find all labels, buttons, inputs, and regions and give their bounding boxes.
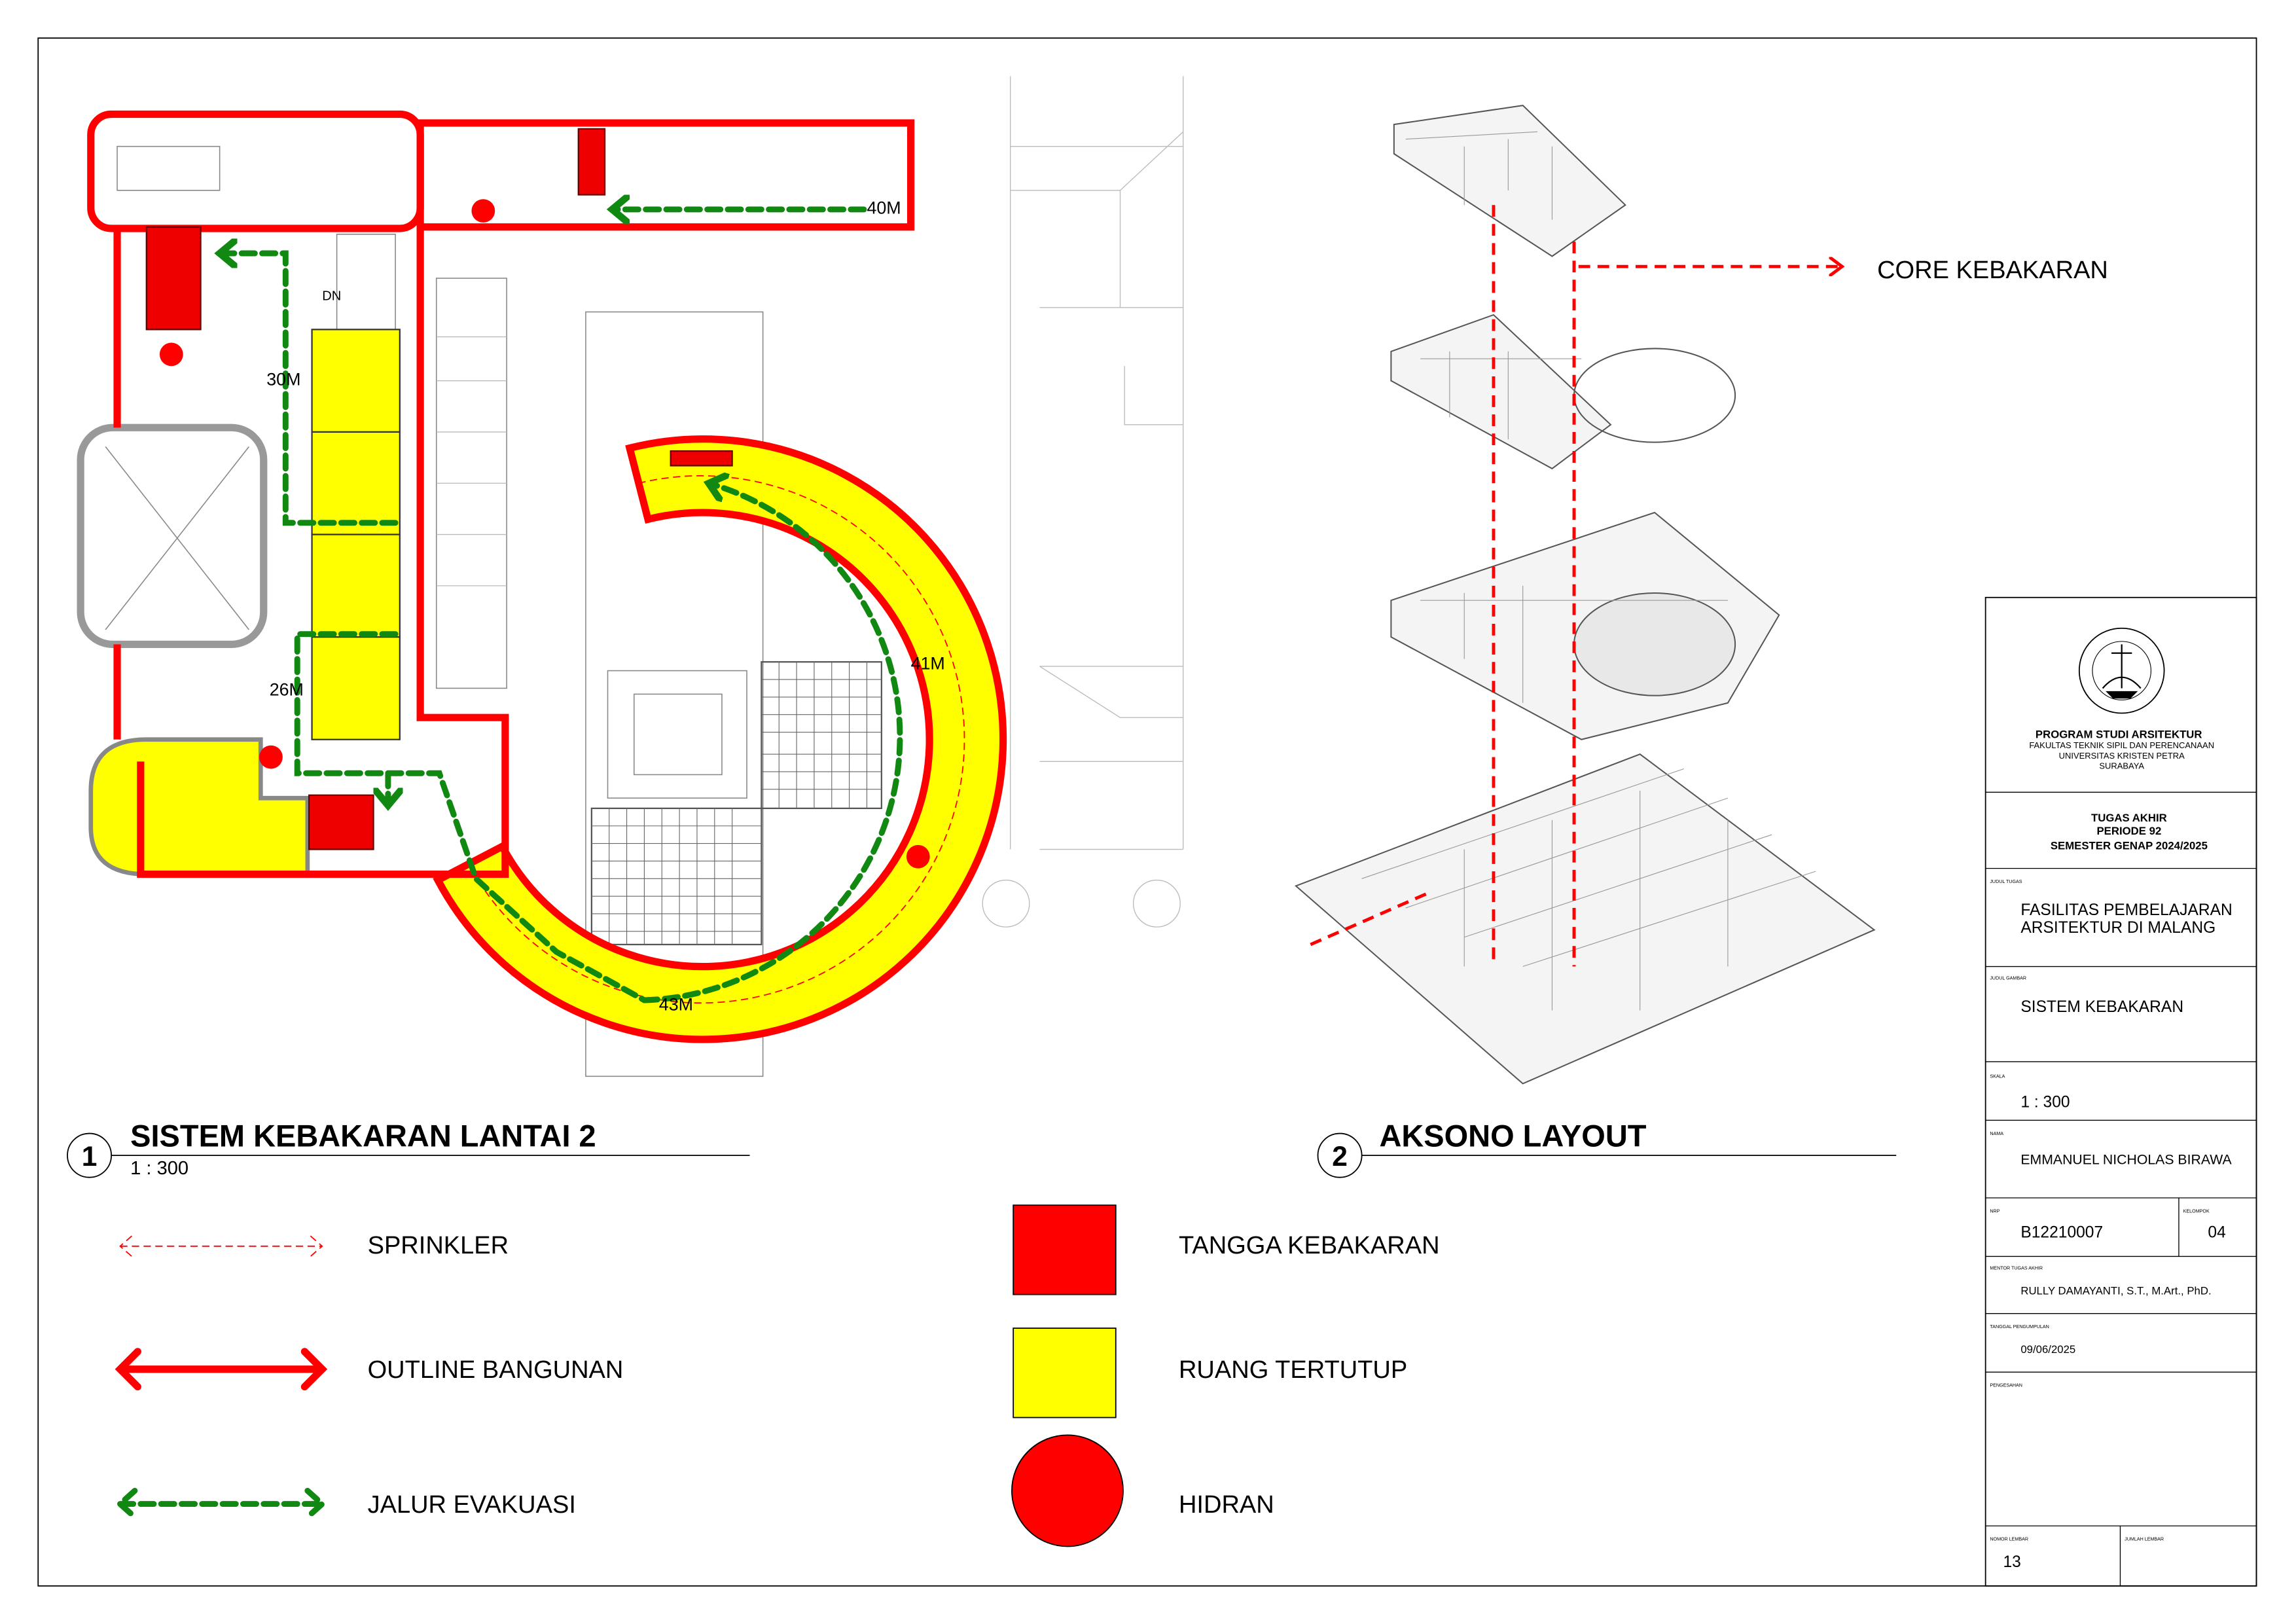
fire-stairs xyxy=(145,128,733,850)
closed-rooms xyxy=(88,329,401,876)
nama-value: EMMANUEL NICHOLAS BIRAWA xyxy=(2020,1152,2232,1168)
kelompok-label: KELOMPOK xyxy=(2183,1208,2210,1214)
hydrant xyxy=(471,199,495,223)
outline-symbol xyxy=(115,1348,328,1391)
judul-gambar-label: JUDUL GAMBAR xyxy=(1990,976,2026,981)
ring-wing xyxy=(433,435,1007,1043)
university-logo xyxy=(2078,627,2165,714)
legend-label: JALUR EVAKUASI xyxy=(368,1491,576,1519)
hydrant xyxy=(159,342,183,367)
evacuation-symbol xyxy=(115,1487,327,1521)
view-number: 1 xyxy=(82,1142,98,1172)
evac-route xyxy=(294,631,395,806)
view-scale: 1 : 300 xyxy=(130,1158,188,1179)
core-kebakaran-label: CORE KEBAKARAN xyxy=(1877,257,2108,284)
view-number: 2 xyxy=(1332,1142,1348,1172)
university-name: UNIVERSITAS KRISTEN PETRA xyxy=(2059,751,2185,761)
title-block: PROGRAM STUDI ARSITEKTUR FAKULTAS TEKNIK… xyxy=(1984,596,2257,1587)
city-name: SURABAYA xyxy=(2099,761,2144,771)
nomor-lembar-value: 13 xyxy=(2003,1553,2020,1571)
fire-stair xyxy=(577,128,606,196)
hydrant xyxy=(906,844,930,869)
view-title-plan: 1 SISTEM KEBAKARAN LANTAI 2 1 : 300 xyxy=(67,1119,750,1179)
faculty-name: FAKULTAS TEKNIK SIPIL DAN PERENCANAAN xyxy=(2029,740,2214,750)
judul-gambar-value: SISTEM KEBAKARAN xyxy=(2020,998,2183,1016)
mentor-value: RULLY DAMAYANTI, S.T., M.Art., PhD. xyxy=(2020,1285,2211,1297)
axono-level-3 xyxy=(1390,314,1612,470)
outline-north-wing xyxy=(416,119,915,231)
legend-fire-stair: TANGGA KEBAKARAN xyxy=(1013,1204,1440,1295)
hydrants xyxy=(159,199,930,869)
pengesahan-label: PENGESAHAN xyxy=(1990,1383,2022,1388)
legend-label: RUANG TERTUTUP xyxy=(1179,1356,1407,1384)
nama-label: NAMA xyxy=(1990,1131,2003,1136)
floor-plan: DN 40M 30M 26M 41M 43M xyxy=(77,76,1184,1077)
outline-top-wing xyxy=(87,110,424,232)
building-outline xyxy=(113,226,509,878)
view-title: SISTEM KEBAKARAN LANTAI 2 xyxy=(130,1119,596,1153)
view-title-axono: 2 AKSONO LAYOUT xyxy=(1317,1119,1897,1178)
axonometric: CORE KEBAKARAN xyxy=(1295,105,2108,1085)
skala-value: 1 : 300 xyxy=(2020,1093,2070,1111)
fire-stair-swatch xyxy=(1013,1204,1117,1295)
legend-label: SPRINKLER xyxy=(368,1232,509,1259)
legend-label: TANGGA KEBAKARAN xyxy=(1179,1232,1440,1259)
fire-stair xyxy=(145,226,202,331)
view-title: AKSONO LAYOUT xyxy=(1379,1119,1646,1153)
program-name: PROGRAM STUDI ARSITEKTUR xyxy=(2036,729,2202,741)
fire-stair xyxy=(308,794,374,850)
judul-tugas-value: FASILITAS PEMBELAJARAN xyxy=(2020,901,2232,919)
nrp-value: B12210007 xyxy=(2020,1223,2103,1241)
distance-label: 43M xyxy=(659,995,693,1015)
assignment-period: PERIODE 92 xyxy=(2097,825,2162,837)
distance-label: 40M xyxy=(867,198,901,218)
legend: SPRINKLER OUTLINE BANGUNAN JALUR EVAKUAS… xyxy=(115,1204,1440,1547)
distance-labels: 40M 30M 26M 41M 43M xyxy=(266,198,945,1015)
sprinkler-line xyxy=(468,475,965,1004)
nomor-lembar-label: NOMOR LEMBAR xyxy=(1990,1536,2028,1542)
plan-linework xyxy=(77,76,1184,1077)
legend-label: HIDRAN xyxy=(1179,1491,1274,1519)
closed-room-swatch xyxy=(1013,1327,1117,1418)
legend-hydrant: HIDRAN xyxy=(1011,1434,1274,1547)
legend-evacuation: JALUR EVAKUASI xyxy=(115,1487,576,1521)
stair-direction-label: DN xyxy=(322,289,341,304)
assignment-semester: SEMESTER GENAP 2024/2025 xyxy=(2051,840,2208,852)
assignment-title: TUGAS AKHIR xyxy=(2091,812,2167,824)
legend-closed-room: RUANG TERTUTUP xyxy=(1013,1327,1407,1418)
fire-stair xyxy=(670,450,733,467)
evac-route xyxy=(220,253,399,526)
distance-label: 41M xyxy=(911,653,945,673)
judul-tugas-value: ARSITEKTUR DI MALANG xyxy=(2020,919,2215,937)
axono-level-1 xyxy=(1295,753,1876,1085)
evac-route xyxy=(641,483,903,1003)
evac-route xyxy=(385,770,647,1003)
kelompok-value: 04 xyxy=(2208,1223,2225,1241)
nrp-label: NRP xyxy=(1990,1208,2000,1214)
jumlah-lembar-label: JUMLAH LEMBAR xyxy=(2125,1536,2164,1542)
distance-label: 26M xyxy=(270,680,304,700)
tanggal-label: TANGGAL PENGUMPULAN xyxy=(1990,1324,2049,1329)
legend-sprinkler: SPRINKLER xyxy=(119,1232,509,1259)
hydrant-swatch xyxy=(1011,1434,1124,1547)
distance-label: 30M xyxy=(266,369,300,389)
judul-tugas-label: JUDUL TUGAS xyxy=(1990,879,2022,884)
axono-level-roof xyxy=(1393,105,1626,257)
evacuation-routes xyxy=(220,209,903,1003)
mentor-label: MENTOR TUGAS AKHIR xyxy=(1990,1266,2043,1271)
legend-outline: OUTLINE BANGUNAN xyxy=(115,1348,624,1391)
legend-label: OUTLINE BANGUNAN xyxy=(368,1356,624,1384)
sprinkler-symbol xyxy=(119,1235,323,1257)
hydrant xyxy=(259,745,283,769)
skala-label: SKALA xyxy=(1990,1074,2005,1079)
tanggal-value: 09/06/2025 xyxy=(2020,1343,2075,1356)
